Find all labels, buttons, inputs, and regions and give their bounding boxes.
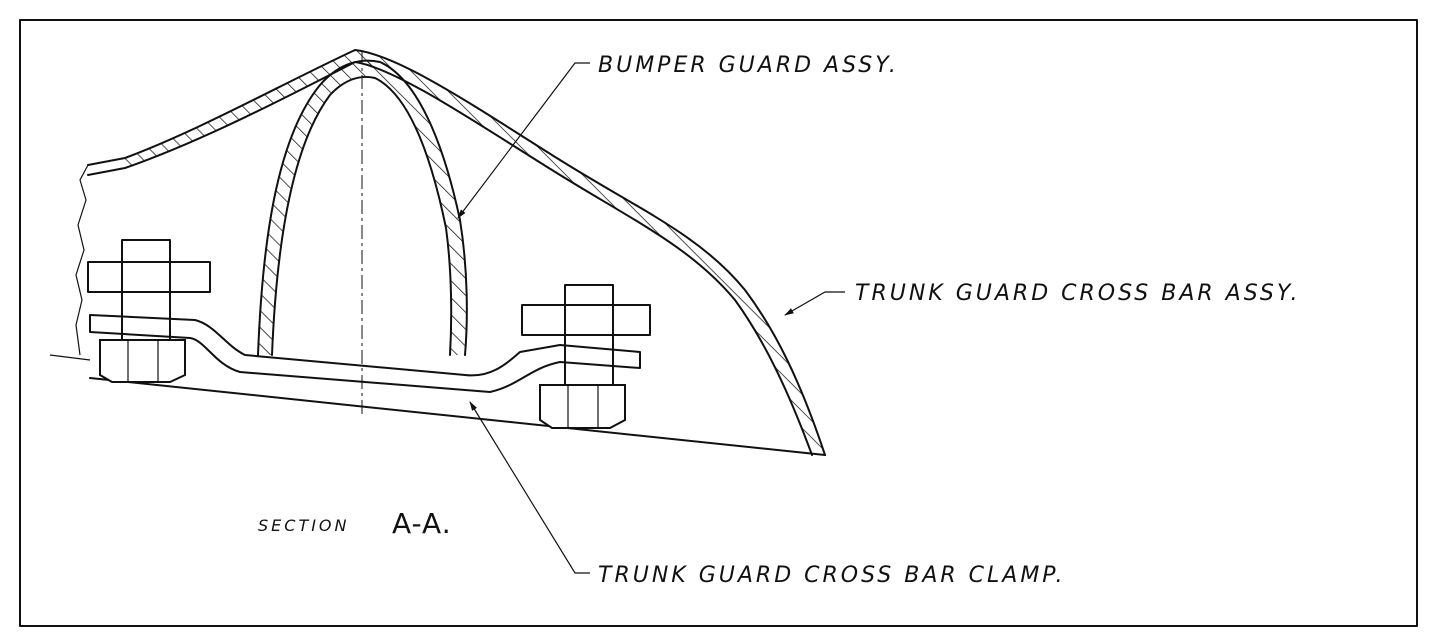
left-nut (99, 339, 186, 383)
left-base-line (49, 354, 91, 361)
right-nut (539, 384, 626, 429)
trunk-guard-cross-bar-shell (75, 49, 826, 456)
leader-bumper-guard (457, 62, 590, 219)
left-bolt-assembly (87, 239, 211, 383)
leader-clamp (469, 401, 590, 574)
label-trunk-guard-clamp: TRUNK GUARD CROSS BAR CLAMP. (598, 563, 1066, 588)
label-section-id: A-A. (392, 507, 452, 540)
base-line (89, 377, 826, 456)
drawing-frame (19, 19, 1418, 627)
right-upper-washer (521, 304, 651, 336)
bumper-guard-arch (257, 59, 468, 356)
left-upper-washer (87, 261, 211, 293)
leader-cross-bar (784, 291, 845, 316)
right-bolt-assembly (521, 284, 651, 429)
label-trunk-guard-cross-bar: TRUNK GUARD CROSS BAR ASSY. (855, 281, 1300, 306)
label-bumper-guard: BUMPER GUARD ASSY. (598, 53, 899, 78)
label-section-prefix: SECTION (258, 516, 350, 535)
cross-bar-clamp (89, 314, 641, 393)
